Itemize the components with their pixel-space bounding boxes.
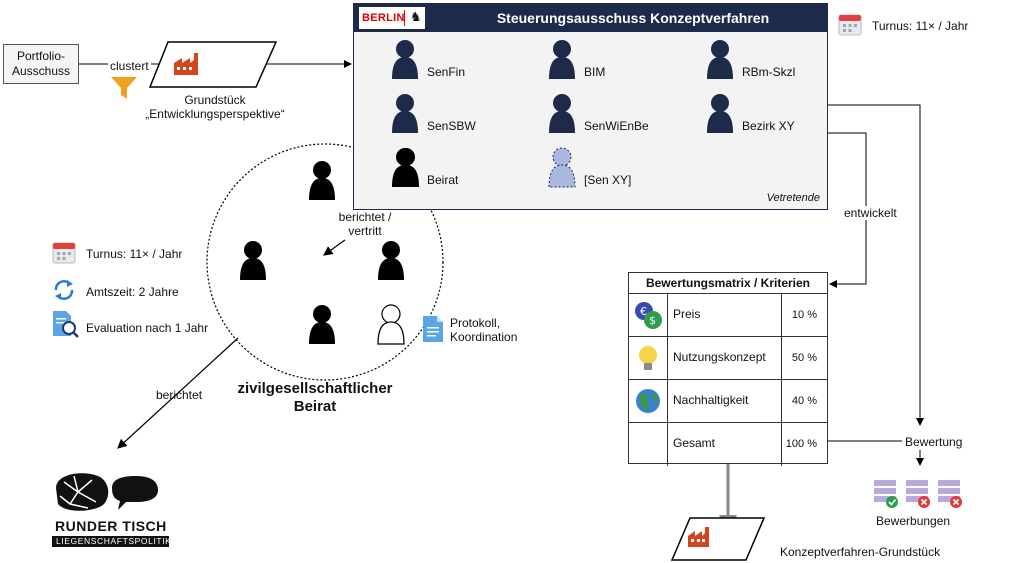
beirat-evaluation: Evaluation nach 1 Jahr (86, 321, 209, 335)
deputy-label: Vetretende (766, 192, 820, 204)
konzept-grundstueck-label: Konzeptverfahren-Grundstück (780, 545, 941, 559)
calendar-icon (838, 14, 862, 36)
member-bim: BIM (584, 65, 606, 79)
document-icon (423, 316, 443, 342)
beirat-person-icon-5 (393, 148, 419, 187)
lightbulb-icon (639, 346, 657, 370)
beirat-amtszeit: Amtszeit: 2 Jahre (86, 285, 179, 299)
berlin-logo-text: BERLIN (362, 12, 405, 24)
application-accepted-icon (874, 480, 898, 508)
person-icon-senwienbe (549, 94, 575, 133)
konzept-factory-icon (688, 527, 709, 547)
grundstueck-parallelogram (148, 41, 278, 88)
edge-beirat-runder-tisch (117, 337, 239, 449)
grundstueck-line1: Grundstück (184, 93, 246, 107)
beirat-members-icons (240, 148, 419, 345)
refresh-cycle-icon (54, 280, 74, 300)
bewertungsmatrix-table: Bewertungsmatrix / Kriterien € $ Preis 1… (628, 272, 828, 466)
label-clustert: clustert (108, 59, 151, 73)
person-icon-senfin (392, 40, 418, 79)
beirat-person-icon-4 (309, 305, 335, 344)
beirat-circle (206, 143, 444, 381)
matrix-name-nutzungskonzept: Nutzungskonzept (673, 350, 766, 364)
applications-icons (874, 480, 962, 508)
svg-text:€: € (640, 305, 647, 318)
matrix-value-nutzungskonzept: 50 % (781, 337, 827, 379)
portfolio-label-line1: Portfolio- (16, 49, 66, 63)
beirat-turnus: Turnus: 11× / Jahr (86, 247, 183, 261)
committee-title: Steuerungsausschuss Konzeptverfahren (496, 10, 770, 26)
member-sen-xy: [Sen XY] (584, 173, 632, 187)
label-berichtet-vertritt: berichtet / vertritt (330, 210, 400, 238)
label-berichtet: berichtet (156, 388, 203, 402)
money-coins-icon: € $ (635, 302, 662, 329)
runder-tisch-line2: LIEGENSCHAFTSPOLITIK (56, 536, 172, 546)
protocol-line1: Protokoll, (450, 316, 501, 330)
matrix-value-gesamt: 100 % (781, 423, 827, 466)
person-icon-sen-xy (548, 147, 576, 188)
label-entwickelt: entwickelt (842, 206, 899, 220)
matrix-row-nutzungskonzept: Nutzungskonzept 50 % (629, 337, 827, 380)
steuerungsausschuss-box: BERLIN ♞ Steuerungsausschuss Konzeptverf… (353, 3, 828, 210)
matrix-row-gesamt: Gesamt 100 % (629, 423, 827, 466)
runder-tisch-line1: RUNDER TISCH (55, 518, 167, 534)
evaluation-search-icon (53, 311, 79, 338)
protocol-label: Protokoll, Koordination (450, 316, 517, 344)
beirat-title-line1: zivilgesellschaftlicher (237, 380, 393, 397)
committee-turnus: Turnus: 11× / Jahr (872, 19, 969, 33)
matrix-name-nachhaltigkeit: Nachhaltigkeit (673, 393, 749, 407)
member-sensbw: SenSBW (427, 119, 476, 133)
portfolio-ausschuss-box: Portfolio- Ausschuss (3, 44, 79, 84)
beirat-person-icon-3 (378, 241, 404, 280)
grundstueck-line2: „Entwicklungsperspektive“ (145, 107, 285, 121)
matrix-value-preis: 10 % (781, 294, 827, 336)
member-beirat: Beirat (427, 173, 459, 187)
member-senfin: SenFin (427, 65, 466, 79)
berichtet-vertritt-line1: berichtet / (338, 210, 392, 224)
berlin-bear-icon: ♞ (410, 9, 422, 24)
committee-header: BERLIN ♞ Steuerungsausschuss Konzeptverf… (354, 4, 827, 32)
person-icon-sensbw (392, 94, 418, 133)
berlin-logo: BERLIN ♞ (359, 7, 425, 29)
person-icon-rbm-skzl (707, 40, 733, 79)
beirat-person-icon-2 (240, 241, 266, 280)
svg-text:$: $ (649, 314, 656, 327)
factory-icon (174, 53, 198, 75)
member-bezirk: Bezirk XY (742, 119, 795, 133)
person-icon-bim (549, 40, 575, 79)
protocol-line2: Koordination (450, 330, 518, 344)
matrix-row-nachhaltigkeit: Nachhaltigkeit 40 % (629, 380, 827, 423)
beirat-calendar-icon (52, 242, 76, 264)
matrix-title: Bewertungsmatrix / Kriterien (629, 273, 827, 294)
berichtet-vertritt-line2: vertritt (348, 224, 382, 238)
globe-icon (636, 389, 660, 413)
grundstueck-label: Grundstück „Entwicklungsperspektive“ (140, 93, 290, 121)
beirat-title-line2: Beirat (293, 398, 337, 415)
application-rejected-icon-2 (938, 480, 962, 508)
edge-berichtet-vertritt-center (323, 239, 346, 256)
bewerbungen-label: Bewerbungen (876, 514, 951, 528)
beirat-person-icon-1 (309, 161, 335, 200)
beirat-person-outline-icon (377, 304, 405, 345)
matrix-name-gesamt: Gesamt (673, 436, 716, 450)
runder-tisch-logo (52, 473, 169, 547)
konzept-grundstueck-parallelogram (670, 517, 766, 561)
member-senwienbe: SenWiEnBe (584, 119, 649, 133)
application-rejected-icon-1 (906, 480, 930, 508)
matrix-row-preis: € $ Preis 10 % (629, 294, 827, 337)
matrix-value-nachhaltigkeit: 40 % (781, 380, 827, 422)
label-bewertung: Bewertung (902, 435, 966, 449)
person-icon-bezirk (707, 94, 733, 133)
portfolio-label-line2: Ausschuss (11, 64, 71, 78)
member-rbm-skzl: RBm-Skzl (742, 65, 796, 79)
funnel-icon (111, 77, 137, 99)
edge-committee-bewertung (828, 104, 924, 426)
beirat-title: zivilgesellschaftlicher Beirat (215, 380, 415, 416)
matrix-name-preis: Preis (673, 307, 701, 321)
